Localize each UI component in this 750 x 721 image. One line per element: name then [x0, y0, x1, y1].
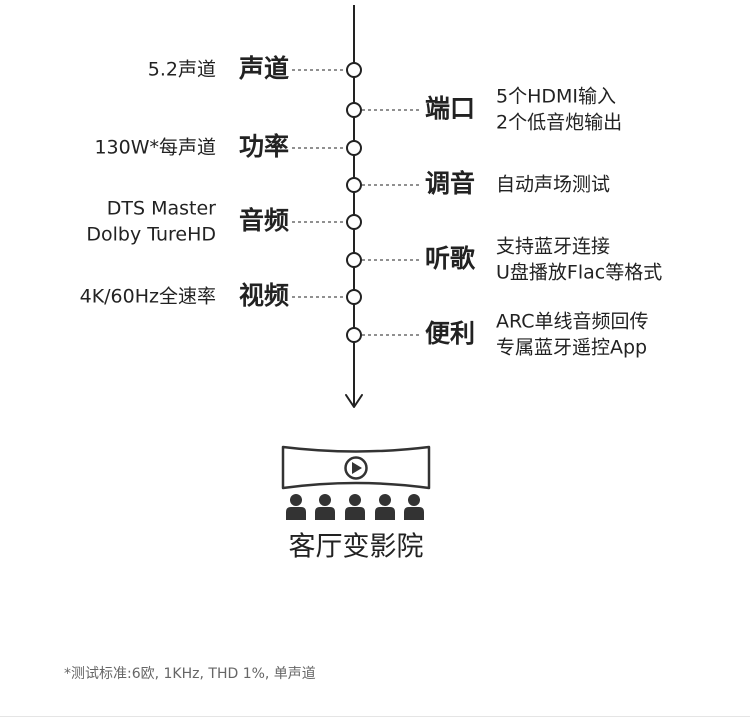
audience-seat-icon: [375, 494, 395, 520]
timeline-node: [346, 214, 362, 230]
timeline-category: 便利: [425, 319, 475, 348]
timeline-detail: 5个HDMI输入: [496, 86, 616, 108]
timeline-item-left: 功率 130W*每声道: [94, 132, 362, 161]
timeline-detail: 5.2声道: [148, 59, 216, 81]
screen-icon: [281, 445, 431, 490]
timeline-detail: 2个低音炮输出: [496, 112, 622, 134]
timeline-node: [346, 327, 362, 343]
timeline-detail: Dolby TureHD: [86, 224, 216, 246]
seat-icon: [375, 507, 395, 520]
seat-icon: [345, 507, 365, 520]
timeline-node: [346, 177, 362, 193]
timeline-category: 音频: [239, 206, 289, 235]
timeline-category: 声道: [239, 54, 289, 83]
seat-icon: [286, 507, 306, 520]
timeline-category: 端口: [425, 94, 475, 123]
timeline-item-left: 声道 5.2声道: [148, 54, 362, 83]
timeline-item-right: 端口 5个HDMI输入 2个低音炮输出: [346, 86, 622, 134]
timeline-category: 听歌: [425, 244, 476, 273]
audience-seat-icon: [286, 494, 306, 520]
timeline-node: [346, 62, 362, 78]
timeline-detail: ARC单线音频回传: [496, 311, 649, 333]
timeline-detail: U盘播放Flac等格式: [496, 262, 662, 284]
timeline-item-right: 调音自动声场测试: [346, 169, 610, 198]
result-caption: 客厅变影院: [289, 532, 424, 563]
audience-seat-icon: [315, 494, 335, 520]
timeline-detail: 130W*每声道: [94, 137, 216, 159]
audience-head-icon: [408, 494, 420, 506]
arrow-down-icon: [345, 394, 363, 408]
audience-seat-icon: [404, 494, 424, 520]
seat-icon: [315, 507, 335, 520]
timeline-category: 视频: [239, 281, 289, 310]
audience-head-icon: [290, 494, 302, 506]
timeline-detail: 自动声场测试: [496, 174, 610, 196]
timeline-category: 功率: [239, 132, 289, 161]
timeline-node: [346, 289, 362, 305]
audience-seat-icon: [345, 494, 365, 520]
timeline-item-right: 听歌支持蓝牙连接 U盘播放Flac等格式: [346, 236, 662, 284]
timeline-node: [346, 102, 362, 118]
timeline-node: [346, 252, 362, 268]
divider: [0, 716, 750, 717]
audience-head-icon: [349, 494, 361, 506]
play-triangle-icon: [352, 462, 362, 474]
timeline-detail: 支持蓝牙连接: [496, 236, 610, 258]
home-theater-icon: [281, 445, 431, 520]
timeline-detail: 专属蓝牙遥控App: [496, 337, 647, 359]
play-icon: [344, 456, 368, 480]
timeline-detail: DTS Master: [107, 198, 216, 220]
timeline-node: [346, 140, 362, 156]
timeline-item-left: 视频 4K/60Hz全速率: [80, 281, 362, 310]
seat-icon: [404, 507, 424, 520]
audience-head-icon: [379, 494, 391, 506]
timeline-detail: 4K/60Hz全速率: [80, 286, 216, 308]
timeline-category: 调音: [425, 169, 475, 198]
footnote: *测试标准:6欧, 1KHz, THD 1%, 单声道: [64, 666, 316, 682]
audience-head-icon: [319, 494, 331, 506]
